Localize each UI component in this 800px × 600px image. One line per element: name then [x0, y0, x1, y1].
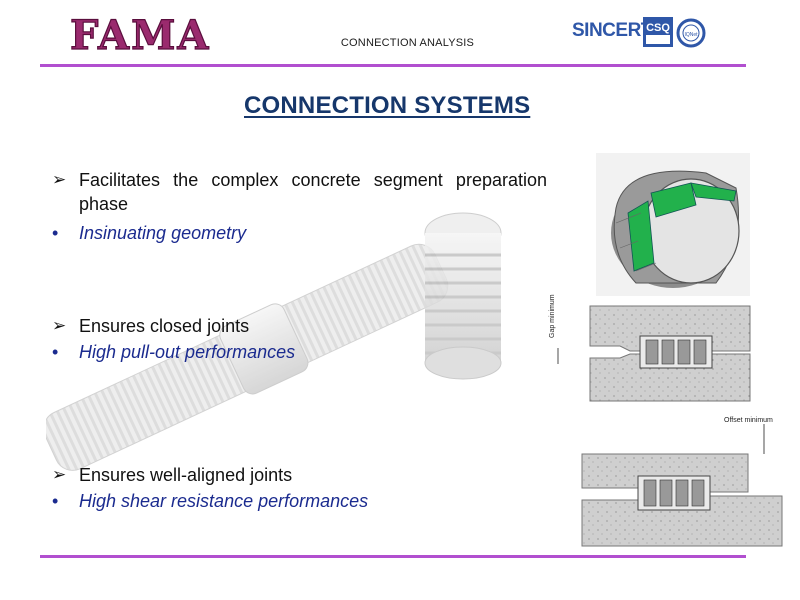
tunnel-ring-image [596, 153, 750, 296]
offset-minimum-diagram: Offset minimum [578, 410, 800, 548]
dot-bullet-icon: • [52, 491, 59, 511]
bullet-1: ➢ Facilitates the complex concrete segme… [52, 168, 547, 216]
sub-bullet-text: High shear resistance performances [79, 491, 369, 511]
iqnet-logo-text: IQNet [684, 32, 698, 38]
bullet-2: ➢ Ensures closed joints [52, 314, 547, 338]
offset-minimum-label: Offset minimum [724, 417, 773, 424]
bullet-text: Ensures well-aligned joints [79, 465, 293, 485]
sub-bullet-1: • Insinuating geometry [52, 221, 547, 245]
csq-logo: CSQ [642, 16, 674, 48]
footer-divider [40, 555, 746, 558]
arrow-bullet-icon: ➢ [52, 316, 67, 335]
page-title: CONNECTION SYSTEMS [244, 92, 531, 119]
iqnet-logo: IQNet [676, 18, 706, 48]
bullet-3: ➢ Ensures well-aligned joints [52, 463, 547, 487]
arrow-bullet-icon: ➢ [52, 170, 67, 189]
sincert-logo: SINCERT [572, 20, 652, 41]
sub-bullet-2: • High pull-out performances [52, 340, 547, 364]
gap-minimum-label: Gap minimum [549, 294, 556, 338]
arrow-bullet-icon: ➢ [52, 465, 67, 484]
header-divider [40, 64, 746, 67]
dot-bullet-icon: • [52, 342, 59, 362]
sub-bullet-text: High pull-out performances [79, 342, 296, 362]
dot-bullet-icon: • [52, 223, 59, 243]
bullet-text: Facilitates the complex concrete segment… [79, 170, 547, 214]
sub-bullet-3: • High shear resistance performances [52, 489, 547, 513]
fama-logo: FAMA [68, 11, 248, 59]
header-title: CONNECTION ANALYSIS [340, 37, 475, 49]
bullet-text: Ensures closed joints [79, 316, 250, 336]
sub-bullet-text: Insinuating geometry [79, 223, 247, 243]
fama-logo-text: FAMA [70, 12, 210, 56]
csq-logo-text: CSQ [646, 22, 670, 34]
threaded-bolt-image [43, 185, 536, 475]
gap-minimum-diagram: Gap minimum [540, 276, 762, 406]
